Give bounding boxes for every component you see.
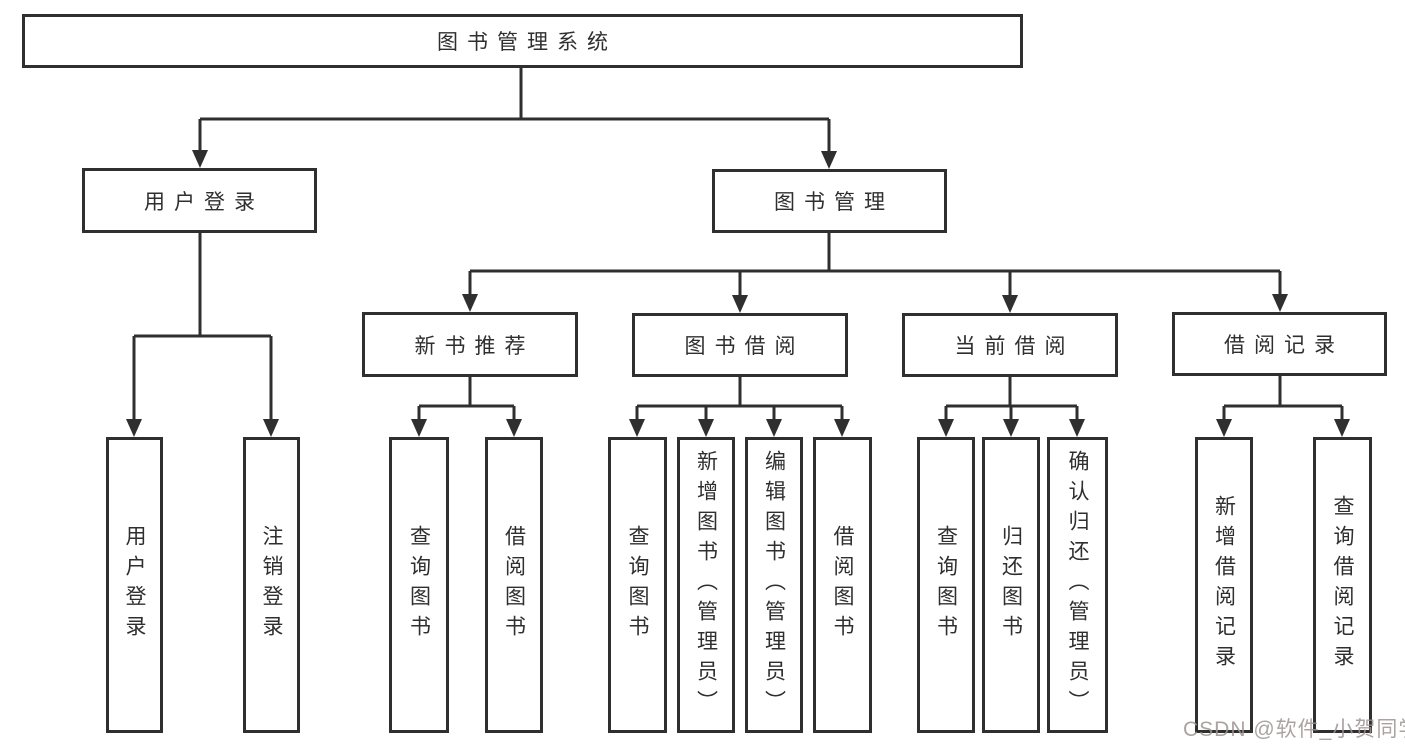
- leaf-current-return-books: 归还图书: [982, 437, 1040, 733]
- connector-current-to-leaves: [938, 377, 1085, 437]
- node-current-borrow: 当前借阅: [902, 313, 1118, 377]
- leaf-current-query-books-label: 查询图书: [934, 525, 958, 645]
- leaf-current-confirm-return-admin-label: 确认归还（管理员）: [1066, 450, 1089, 720]
- node-borrow-records: 借阅记录: [1172, 312, 1387, 376]
- connector-login-to-leaves: [126, 233, 279, 437]
- leaf-records-query-record-label: 查询借阅记录: [1331, 495, 1354, 675]
- leaf-records-query-record: 查询借阅记录: [1313, 437, 1372, 733]
- connector-root-to-level1: [192, 68, 837, 169]
- leaf-newbook-borrow-books: 借阅图书: [485, 437, 543, 733]
- leaf-current-query-books: 查询图书: [917, 437, 975, 733]
- leaf-records-add-record-label: 新增借阅记录: [1212, 495, 1236, 675]
- node-system-root: 图书管理系统: [22, 14, 1023, 68]
- leaf-newbook-query-books: 查询图书: [389, 437, 449, 733]
- leaf-borrow-query-books-label: 查询图书: [626, 525, 649, 645]
- connector-borrow-to-leaves: [629, 377, 850, 437]
- leaf-records-add-record: 新增借阅记录: [1195, 437, 1253, 733]
- leaf-login-user-login-label: 用户登录: [123, 525, 146, 645]
- leaf-borrow-add-books-admin-label: 新增图书（管理员）: [694, 450, 718, 720]
- node-book-borrow: 图书借阅: [632, 313, 848, 377]
- leaf-borrow-borrow-books-label: 借阅图书: [831, 525, 854, 645]
- node-book-management-label: 图书管理: [774, 191, 894, 214]
- leaf-login-logout: 注销登录: [243, 437, 300, 733]
- leaf-borrow-query-books: 查询图书: [608, 437, 667, 733]
- connector-records-to-leaves: [1216, 376, 1350, 437]
- leaf-newbook-query-books-label: 查询图书: [407, 525, 431, 645]
- node-user-login-label: 用户登录: [144, 190, 264, 214]
- connector-newbook-to-leaves: [411, 377, 522, 437]
- node-borrow-records-label: 借阅记录: [1224, 334, 1344, 357]
- leaf-login-logout-label: 注销登录: [260, 525, 283, 645]
- node-new-book-recommend: 新书推荐: [362, 312, 578, 377]
- leaf-borrow-edit-books-admin: 编辑图书（管理员）: [745, 437, 803, 733]
- node-book-borrow-label: 图书借阅: [684, 335, 805, 358]
- node-new-book-recommend-label: 新书推荐: [414, 334, 535, 358]
- node-user-login: 用户登录: [82, 168, 317, 233]
- leaf-login-user-login: 用户登录: [106, 437, 163, 733]
- node-book-management: 图书管理: [712, 169, 947, 233]
- leaf-borrow-edit-books-admin-label: 编辑图书（管理员）: [762, 450, 786, 720]
- leaf-current-confirm-return-admin: 确认归还（管理员）: [1047, 437, 1108, 733]
- csdn-watermark: CSDN @软件_小贺同学: [1183, 718, 1405, 741]
- node-system-root-label: 图书管理系统: [437, 31, 617, 54]
- leaf-current-return-books-label: 归还图书: [999, 525, 1023, 645]
- leaf-borrow-borrow-books: 借阅图书: [813, 437, 872, 733]
- node-current-borrow-label: 当前借阅: [954, 335, 1075, 358]
- connector-mgmt-to-level2: [462, 233, 1288, 313]
- leaf-newbook-borrow-books-label: 借阅图书: [502, 525, 526, 645]
- leaf-borrow-add-books-admin: 新增图书（管理员）: [677, 437, 735, 733]
